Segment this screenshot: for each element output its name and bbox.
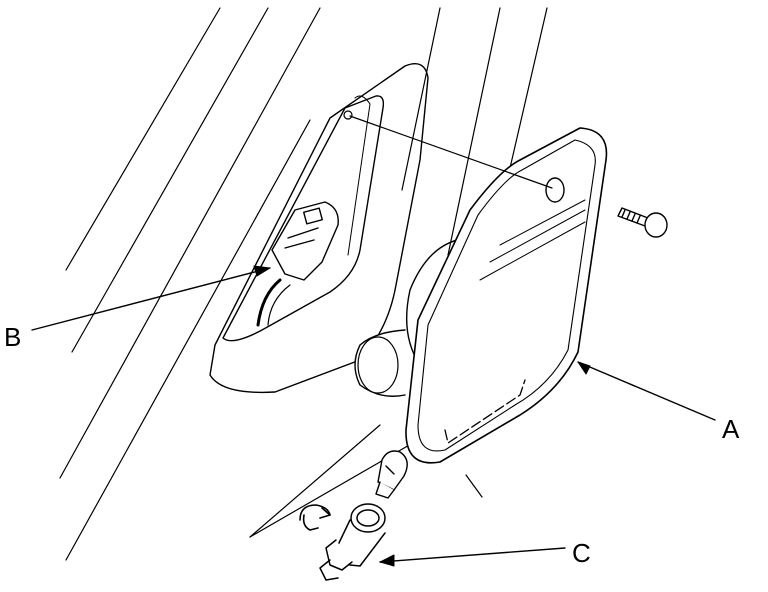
side-marker-lens-a <box>405 127 608 464</box>
rotation-arrow-icon <box>299 504 331 531</box>
callout-label-b: B <box>4 322 22 352</box>
leader-c <box>379 547 566 563</box>
leader-a <box>577 361 716 421</box>
arrowhead-a <box>577 361 591 375</box>
body-panel-lines <box>59 7 548 561</box>
callout-label-a: A <box>722 414 740 444</box>
body-opening <box>209 63 429 394</box>
bulb-housing <box>354 237 471 397</box>
mounting-screw <box>617 207 668 238</box>
alignment-line <box>349 115 553 189</box>
arrowhead-b <box>253 265 271 277</box>
callout-label-c: C <box>572 538 591 568</box>
socket-c <box>319 503 386 581</box>
bulb <box>375 450 408 499</box>
connector-b <box>256 201 339 327</box>
leader-lines <box>31 267 716 563</box>
arrowheads <box>253 265 591 567</box>
leader-b <box>31 267 271 331</box>
arrowhead-c <box>379 554 395 567</box>
